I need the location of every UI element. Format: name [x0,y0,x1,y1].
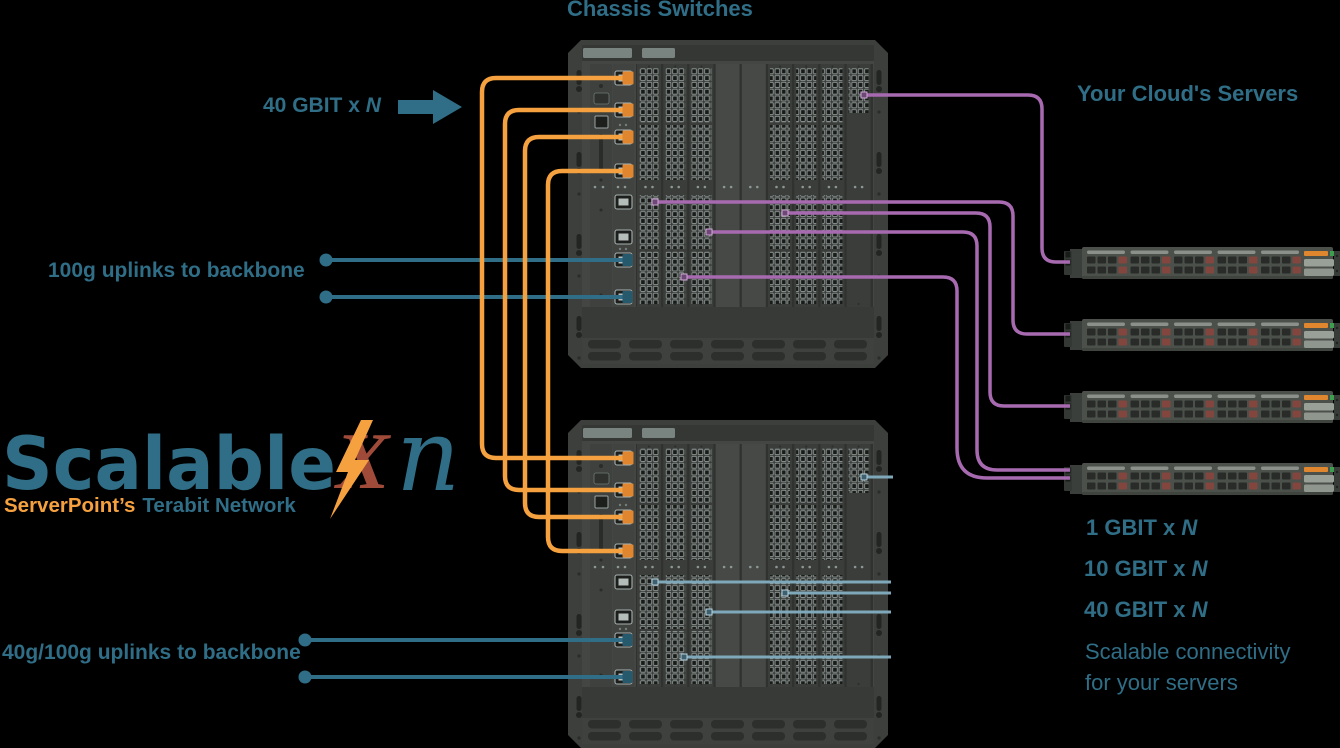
logo-wordmark: Scalable [2,422,336,507]
ingress-arrow [398,90,462,124]
speed-prefix: 1 GBIT [1086,515,1157,540]
label-speed-1gbit: 1 GBIT x N [1086,515,1198,540]
cable-endpoint-dot [298,633,312,647]
server-4 [1064,463,1340,495]
speed-var: N [1191,597,1208,622]
label-speed-40gbit: 40 GBIT x N [1084,597,1208,622]
speed-times: x [1173,597,1186,622]
label-note-line2: for your servers [1085,670,1238,695]
logo-tagline: ServerPoint’s Terabit Network [4,494,296,517]
logo-letter-n: n [396,397,460,514]
label-your-clouds-servers: Your Cloud's Servers [1077,81,1299,106]
label-uplinks-100g: 100g uplinks to backbone [48,259,305,282]
internal-port-links [651,473,893,661]
label-note-line1: Scalable connectivity [1085,639,1291,664]
server-3 [1064,391,1340,423]
cable-endpoint-dot [319,290,333,304]
speed-times: x [1173,556,1186,581]
server-1 [1064,247,1340,279]
label-uplinks-40g-100g: 40g/100g uplinks to backbone [2,641,301,664]
cable-endpoint-dot [298,670,312,684]
ingress-prefix: 40 GBIT [263,94,343,117]
chassis-interconnect-cables-orange [479,71,634,558]
ingress-times: x [348,94,360,117]
ingress-var: N [365,94,381,117]
backbone-uplink-cables [298,253,633,684]
chassis-switch-2 [568,420,888,748]
speed-var: N [1181,515,1198,540]
speed-var: N [1191,556,1208,581]
speed-prefix: 40 GBIT [1084,597,1168,622]
label-chassis-switches: Chassis Switches [567,0,753,21]
logo-tagline-brand: ServerPoint’s [4,494,135,517]
chassis-switch-1 [568,40,888,368]
speed-prefix: 10 GBIT [1084,556,1168,581]
server-link-cables-purple [651,91,1070,480]
cable-endpoint-dot [319,253,333,267]
label-speed-10gbit: 10 GBIT x N [1084,556,1208,581]
right-arrow-icon [398,90,462,124]
speed-times: x [1163,515,1176,540]
server-2 [1064,319,1340,351]
label-ingress-bandwidth: 40 GBIT x N [263,94,381,117]
logo-tagline-rest: Terabit Network [142,494,296,517]
lightning-bolt-icon [330,420,373,519]
